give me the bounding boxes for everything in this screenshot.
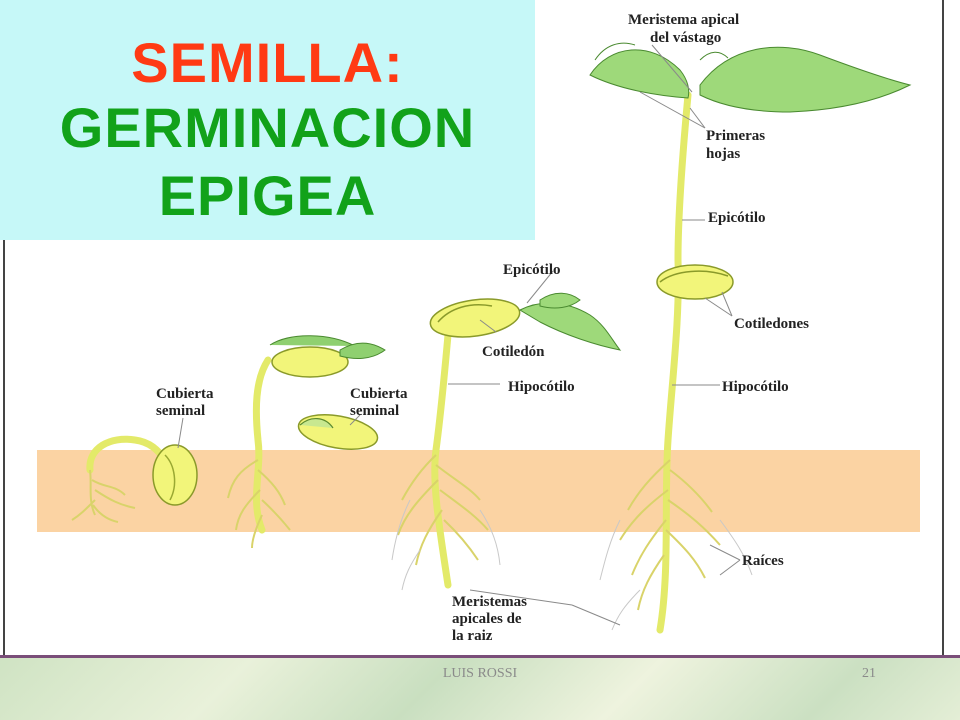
title-line-2: GERMINACION bbox=[59, 96, 476, 159]
diagram-labels: Meristema apical del vástago Primeras ho… bbox=[156, 12, 809, 644]
label-primeras-hojas-2: hojas bbox=[706, 146, 740, 162]
germination-diagram: Meristema apical del vástago Primeras ho… bbox=[3, 0, 944, 655]
stage-2-seedling bbox=[227, 335, 386, 549]
label-cotiledon: Cotiledón bbox=[482, 344, 545, 360]
label-cotiledones: Cotiledones bbox=[734, 316, 809, 332]
leader-lines bbox=[177, 44, 741, 626]
label-meristema-apical-2: del vástago bbox=[650, 30, 721, 46]
label-cubierta-2-line2: seminal bbox=[350, 403, 399, 419]
label-meristema-apical-1: Meristema apical bbox=[628, 12, 739, 28]
footer: LUIS ROSSI 21 bbox=[0, 655, 960, 720]
footer-author: LUIS ROSSI bbox=[442, 666, 518, 681]
label-meristemas-raiz-1: Meristemas bbox=[452, 594, 527, 610]
label-cubierta-1-line1: Cubierta bbox=[156, 386, 214, 402]
title-line-3: EPIGEA bbox=[158, 164, 377, 227]
label-meristemas-raiz-3: la raiz bbox=[452, 628, 493, 644]
title-box: SEMILLA: GERMINACION EPIGEA bbox=[0, 0, 535, 240]
stage-3-seedling bbox=[391, 292, 622, 591]
stage-4-seedling bbox=[589, 42, 912, 634]
label-cubierta-1-line2: seminal bbox=[156, 403, 205, 419]
label-hipocotilo-right: Hipocótilo bbox=[722, 379, 789, 395]
label-cubierta-2-line1: Cubierta bbox=[350, 386, 408, 402]
label-hipocotilo-mid: Hipocótilo bbox=[508, 379, 575, 395]
footer-divider bbox=[0, 655, 960, 658]
label-primeras-hojas-1: Primeras bbox=[706, 128, 765, 144]
footer-page-number: 21 bbox=[862, 666, 876, 681]
stage-1-seedling bbox=[71, 435, 198, 523]
label-epicotilo-right: Epicótilo bbox=[708, 210, 766, 226]
label-epicotilo-mid: Epicótilo bbox=[503, 262, 561, 278]
label-raices: Raíces bbox=[742, 553, 784, 569]
label-meristemas-raiz-2: apicales de bbox=[452, 611, 522, 627]
title-line-1: SEMILLA: bbox=[131, 31, 404, 94]
